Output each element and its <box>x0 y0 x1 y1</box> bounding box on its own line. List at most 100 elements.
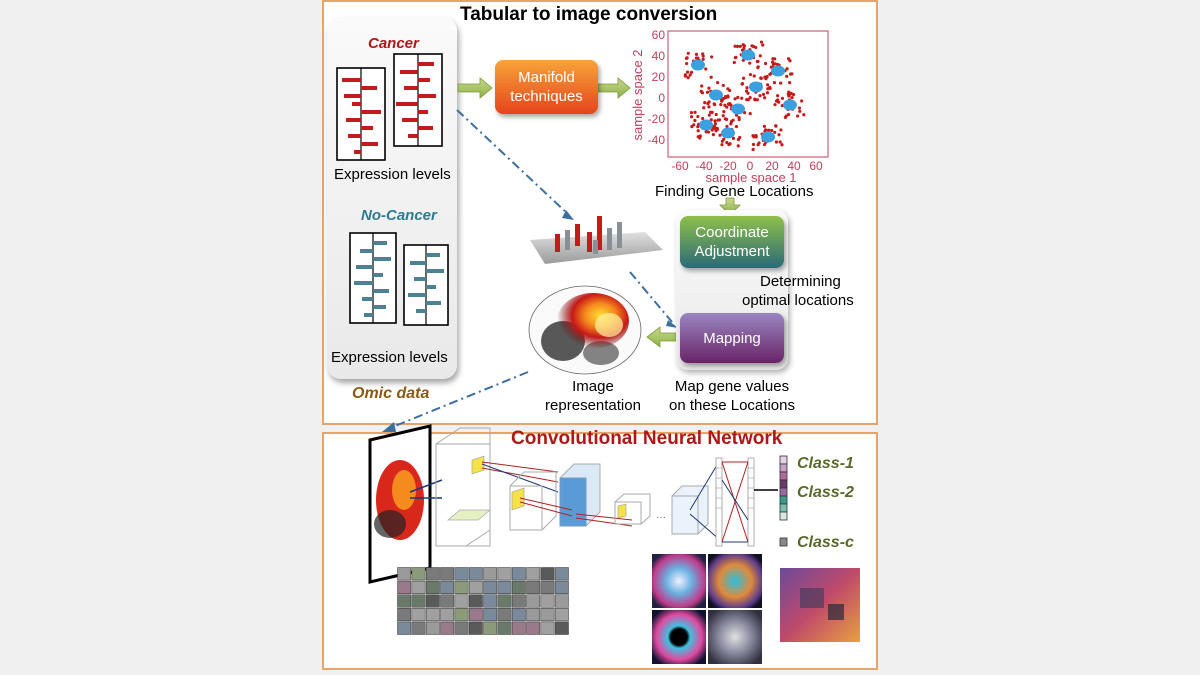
coord-line2: Adjustment <box>694 243 770 260</box>
cnn-title: Convolutional Neural Network <box>511 428 783 449</box>
scatter-dot <box>762 124 767 128</box>
scatter-dot <box>798 109 802 113</box>
filter-tile <box>468 608 483 622</box>
filter-tile <box>526 580 541 594</box>
class-c-label: Class-c <box>797 534 854 551</box>
scatter-dot <box>709 75 713 79</box>
ytick-40: 40 <box>652 49 666 63</box>
filter-tile <box>483 567 498 581</box>
ytick-m20: -20 <box>648 112 666 126</box>
scatter-dot <box>750 44 754 48</box>
filter-tile <box>511 621 526 635</box>
scatter-dot <box>773 130 777 134</box>
filter-tile <box>554 621 569 635</box>
scatter-dot <box>773 57 777 61</box>
scatter-dot <box>701 57 705 61</box>
scatter-cluster-core <box>699 119 713 131</box>
scatter-dot <box>727 142 731 147</box>
image-representation-label: Image representation <box>538 377 648 415</box>
scatter-dot <box>779 81 783 85</box>
scatter-dot <box>713 103 717 107</box>
scatter-dot <box>707 105 711 109</box>
expression-levels-label-1: Expression levels <box>334 166 451 183</box>
scatter-dot <box>771 60 775 64</box>
filter-tile <box>440 580 455 594</box>
scatter-dot <box>716 81 720 85</box>
scatter-dot <box>800 99 804 103</box>
scatter-dot <box>713 122 718 126</box>
filter-tile <box>411 594 426 608</box>
scatter-dot <box>779 128 783 132</box>
filter-tile <box>454 621 469 635</box>
scatter-dot <box>740 96 744 100</box>
scatter-dot <box>685 56 689 60</box>
ytick-20: 20 <box>652 70 666 84</box>
scatter-dot <box>710 110 714 114</box>
scatter-dot <box>752 74 756 78</box>
scatter-dot <box>733 56 737 60</box>
scatter-dot <box>693 110 697 114</box>
scatter-dot <box>695 56 699 60</box>
scatter-cluster-core <box>783 99 797 111</box>
scatter-dot <box>788 81 792 85</box>
scatter-dot <box>688 73 692 77</box>
scatter-dot <box>686 70 690 74</box>
filter-tile <box>497 621 512 635</box>
scatter-cluster-core <box>749 81 763 93</box>
scatter-dot <box>745 86 749 90</box>
scatter-dot <box>722 137 726 141</box>
manifold-scatter-plot: 60 40 20 0 -20 -40 -60 -40 -20 0 20 40 6… <box>630 28 829 185</box>
filter-tile <box>454 580 469 594</box>
scatter-dot <box>774 124 778 128</box>
scatter-dot <box>737 117 741 122</box>
scatter-dot <box>755 98 759 102</box>
svg-text:···: ··· <box>656 512 666 523</box>
filter-grid-svg <box>397 567 569 635</box>
scatter-dot <box>787 90 791 94</box>
scatter-dot <box>738 135 742 140</box>
scatter-dot <box>733 44 737 48</box>
top-panel-title: Tabular to image conversion <box>460 4 718 25</box>
scatter-dot <box>711 132 715 137</box>
manifold-techniques-box: Manifold techniques <box>495 60 598 114</box>
xtick-m60: -60 <box>671 159 689 173</box>
scatter-dot <box>785 67 789 71</box>
map-gene-values-label: Map gene values on these Locations <box>662 377 802 415</box>
cnn-diagram: ··· <box>368 424 788 584</box>
scatter-dot <box>702 106 706 110</box>
scatter-dot <box>733 97 737 101</box>
filter-tile <box>540 567 555 581</box>
scatter-ylabel: sample space 2 <box>630 49 645 140</box>
filter-tile <box>440 621 455 635</box>
scatter-dot <box>686 51 690 55</box>
coordinate-adjustment-box: Coordinate Adjustment <box>680 216 784 268</box>
scatter-dot <box>741 43 745 47</box>
scatter-dot <box>745 97 749 102</box>
scatter-dot <box>786 112 791 117</box>
scatter-dot <box>698 134 702 138</box>
scatter-dot <box>748 112 752 116</box>
scatter-dot <box>776 94 780 98</box>
scatter-dot <box>765 83 770 87</box>
filter-tile <box>511 580 526 594</box>
ytick-0: 0 <box>658 91 665 105</box>
scatter-dot <box>707 113 711 117</box>
scatter-dot <box>693 118 697 123</box>
filter-tile <box>526 567 541 581</box>
determining-optimal-locations: Determining optimal locations <box>742 272 854 310</box>
mapping-label: Mapping <box>703 329 761 347</box>
filter-tile <box>440 567 455 581</box>
scatter-dot <box>741 76 746 80</box>
omic-data-footer: Omic data <box>352 385 430 402</box>
class-1-label: Class-1 <box>797 455 854 472</box>
scatter-dot <box>696 114 700 119</box>
filter-tile <box>425 580 440 594</box>
scatter-dot <box>759 40 764 44</box>
xtick-m40: -40 <box>695 159 713 173</box>
filter-tile <box>397 567 412 581</box>
scatter-dot <box>718 133 722 137</box>
filter-tile <box>554 594 569 608</box>
scatter-dot <box>774 140 779 144</box>
filter-tile <box>511 608 526 622</box>
scatter-dot <box>729 103 733 107</box>
